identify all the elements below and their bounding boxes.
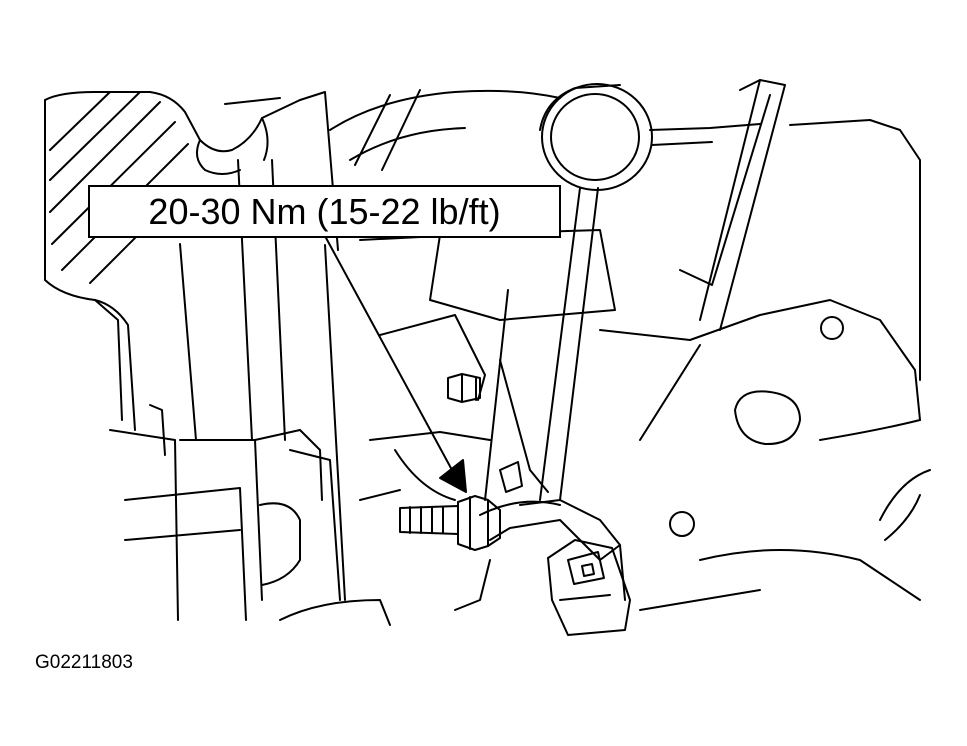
middle-cover <box>329 89 561 171</box>
mounting-block <box>359 229 616 401</box>
left-housing <box>44 91 301 431</box>
leader-arrow <box>324 235 467 493</box>
lower-middle-casting <box>359 431 761 611</box>
lower-left-bracket <box>109 404 391 626</box>
dipstick-tube <box>484 187 599 501</box>
vertical-posts <box>179 91 346 601</box>
pipe-fitting <box>539 83 761 191</box>
target-bolt <box>399 495 501 551</box>
upper-bolt <box>447 373 481 403</box>
right-housing <box>599 79 931 601</box>
sensor-bracket <box>479 461 631 636</box>
figure-code: G02211803 <box>35 652 133 673</box>
torque-spec-callout: 20-30 Nm (15-22 lb/ft) <box>88 185 561 238</box>
